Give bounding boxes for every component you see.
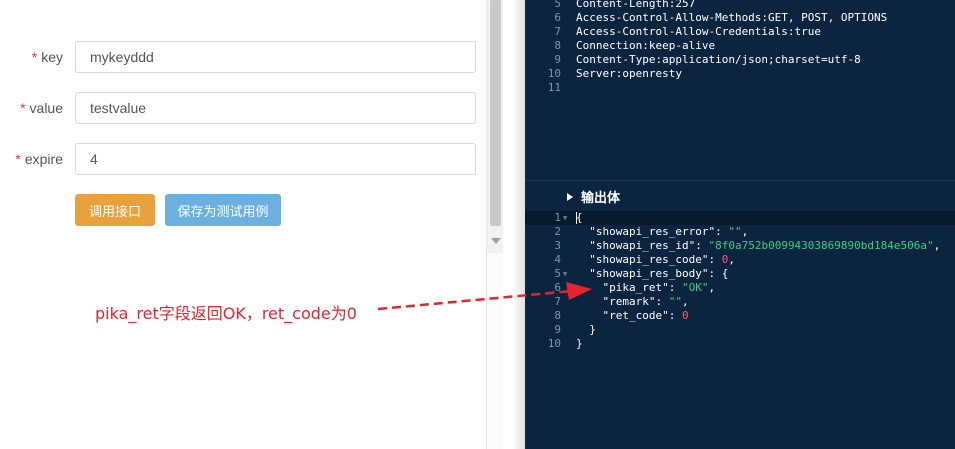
scroll-down-arrow-icon[interactable] [491, 238, 501, 244]
call-api-button[interactable]: 调用接口 [75, 194, 155, 226]
expire-input[interactable] [75, 143, 476, 175]
line-number: 11 [547, 81, 561, 94]
scrollbar-thumb[interactable] [490, 0, 501, 226]
caret-right-icon [567, 193, 573, 201]
annotation-text: pika_ret字段返回OK，ret_code为0 [95, 304, 357, 323]
line-number: 5 [554, 267, 561, 280]
header-line: Server:openresty [576, 67, 682, 80]
header-line: Access-Control-Allow-Credentials:true [576, 25, 822, 38]
section-divider [525, 180, 955, 181]
line-number: 4 [554, 253, 561, 266]
header-line: Content-Length:257 [576, 0, 696, 10]
scrollbar-track [487, 253, 503, 449]
panel-shadow [512, 0, 525, 449]
json-line: "showapi_res_code": 0, [589, 253, 735, 266]
header-line: Connection:keep-alive [576, 39, 716, 52]
line-number: 7 [554, 295, 561, 308]
line-number: 8 [554, 309, 561, 322]
json-line: "showapi_res_body": { [589, 267, 729, 280]
active-line-highlight [525, 211, 955, 225]
form-row-key: *key [0, 41, 486, 73]
line-number: 2 [554, 225, 561, 238]
json-line: "showapi_res_id": "8f0a752b0099430386989… [589, 239, 941, 252]
form-row-expire: *expire [0, 143, 486, 175]
line-number: 8 [554, 39, 561, 52]
json-line: "remark": "", [602, 295, 689, 308]
value-input[interactable] [75, 92, 476, 124]
header-line: Access-Control-Allow-Methods:GET, POST, … [576, 11, 888, 24]
json-line: "pika_ret": "OK", [602, 281, 716, 294]
key-input[interactable] [75, 41, 476, 73]
line-number: 9 [554, 323, 561, 336]
json-line: } [576, 337, 583, 350]
line-number: 10 [547, 67, 561, 80]
save-test-case-button[interactable]: 保存为测试用例 [165, 194, 281, 226]
header-line: Content-Type:application/json;charset=ut… [576, 53, 861, 66]
form-row-value: *value [0, 92, 486, 124]
value-label: *value [20, 100, 63, 116]
line-number: 1 [554, 211, 561, 224]
response-panel: 5 Content-Length:257 6 Access-Control-Al… [525, 0, 955, 449]
line-number: 9 [554, 53, 561, 66]
form-scrollbar[interactable] [486, 0, 503, 449]
output-body-toggle[interactable]: 输出体 [567, 187, 620, 206]
expire-label: *expire [15, 151, 63, 167]
text-cursor [576, 212, 577, 224]
json-line: "showapi_res_error": "", [589, 225, 749, 238]
key-label: *key [31, 49, 63, 65]
required-mark: * [15, 151, 21, 167]
fold-arrow-icon[interactable]: ▼ [563, 270, 568, 278]
line-number: 3 [554, 239, 561, 252]
fold-arrow-icon[interactable]: ▼ [563, 214, 568, 222]
response-body-editor[interactable]: 1 ▼ { 2 "showapi_res_error": "", 3 "show… [525, 211, 955, 356]
request-form-panel: *key *value *expire 调用接口 保存为测试用例 [0, 41, 486, 226]
line-number: 6 [554, 11, 561, 24]
line-number: 5 [554, 0, 561, 10]
required-mark: * [20, 100, 26, 116]
output-body-title: 输出体 [581, 191, 621, 206]
json-line: { [576, 211, 583, 224]
json-line: } [589, 323, 596, 336]
line-number: 7 [554, 25, 561, 38]
json-line: "ret_code": 0 [602, 309, 689, 322]
line-number: 6 [554, 281, 561, 294]
required-mark: * [31, 49, 38, 65]
response-headers-editor[interactable]: 5 Content-Length:257 6 Access-Control-Al… [525, 0, 955, 97]
line-number: 10 [547, 337, 561, 350]
